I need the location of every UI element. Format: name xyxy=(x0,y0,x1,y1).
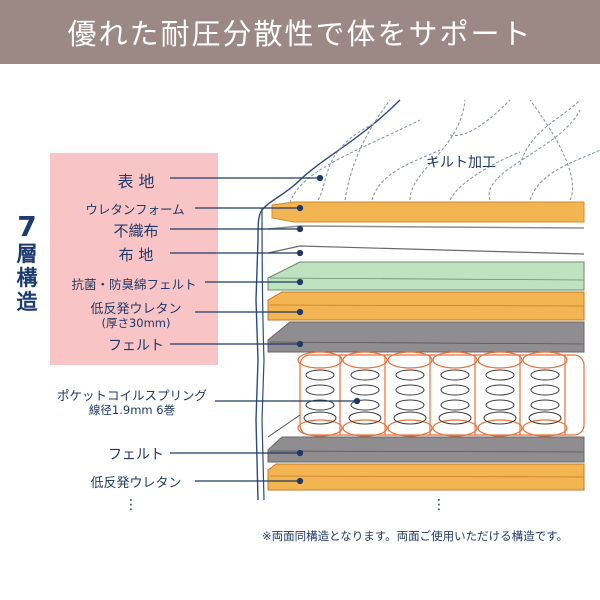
spring-label: ポケットコイルスプリング xyxy=(56,388,207,403)
structure-kanji-1: 層 xyxy=(16,242,38,266)
layer-label-urethane-foam: ウレタンフォーム xyxy=(85,202,185,217)
lower-layer-label-urethane: 低反発ウレタン xyxy=(90,476,182,491)
layer-label-non-woven: 不織布 xyxy=(113,222,159,240)
structure-kanji-2: 構 xyxy=(16,266,38,290)
layer-label-thickness: (厚さ30mm) xyxy=(101,316,171,330)
structure-kanji-3: 造 xyxy=(16,290,38,314)
top-fabric-outline xyxy=(255,99,401,501)
page-title: 優れた耐圧分散性で体をサポート xyxy=(0,0,600,64)
layer-label-antibacterial-felt: 抗菌・防臭綿フェルト xyxy=(71,277,197,292)
layer-label-felt: フェルト xyxy=(108,338,164,354)
layer-label-outer-fabric: 表 地 xyxy=(117,172,155,191)
layer-label-low-rebound-urethane: 低反発ウレタン xyxy=(90,302,182,317)
double-sided-note: ※両面同構造となります。両面ご使用いただける構造です。 xyxy=(262,529,568,543)
seven-layer-structure-label: 7 層 構 造 xyxy=(12,210,42,315)
quilt-stitches xyxy=(289,99,600,204)
continuation-dots-left: ⋮ xyxy=(124,497,138,513)
lower-layer-label-felt: フェルト xyxy=(108,447,164,463)
quilt-label: キルト加工 xyxy=(426,155,496,171)
spring-spec-label: 線径1.9mm 6巻 xyxy=(88,403,176,417)
pocket-coil-springs xyxy=(297,351,585,437)
layer-label-fabric: 布 地 xyxy=(118,246,154,264)
seven-layer-panel xyxy=(50,153,218,365)
layer-count: 7 xyxy=(17,210,37,243)
continuation-dots-right: ⋮ xyxy=(432,497,446,513)
leader-lines xyxy=(170,174,361,485)
